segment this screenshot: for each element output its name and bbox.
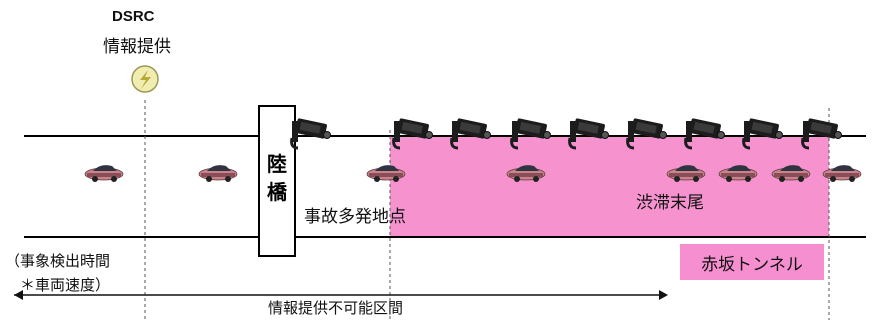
camera-icon	[290, 116, 332, 150]
arrow-head-left	[14, 290, 23, 300]
detection-note-line2: ＊車両速度）	[20, 276, 111, 294]
dsrc-icon	[131, 65, 159, 93]
accident-point-label: 事故多発地点	[304, 207, 406, 227]
tunnel-label-text: 赤坂トンネル	[701, 254, 803, 275]
detection-note-line1: （事象検出時間	[5, 252, 111, 270]
congestion-tail-label: 渋滞末尾	[636, 193, 704, 213]
bridge-label: 陸 橋	[260, 150, 294, 206]
dsrc-subtitle: 情報提供	[103, 37, 171, 57]
no-info-section-label: 情報提供不可能区間	[268, 299, 404, 317]
bridge-char-1: 陸	[267, 152, 287, 176]
dsrc-title: DSRC	[112, 8, 155, 25]
car-icon	[84, 164, 124, 183]
tunnel-label: 赤坂トンネル	[680, 244, 824, 280]
car-icon	[198, 164, 238, 183]
bridge-box	[258, 105, 296, 257]
congestion-zone	[390, 136, 829, 237]
arrow-head-right	[659, 290, 668, 300]
bridge-char-2: 橋	[267, 180, 287, 204]
